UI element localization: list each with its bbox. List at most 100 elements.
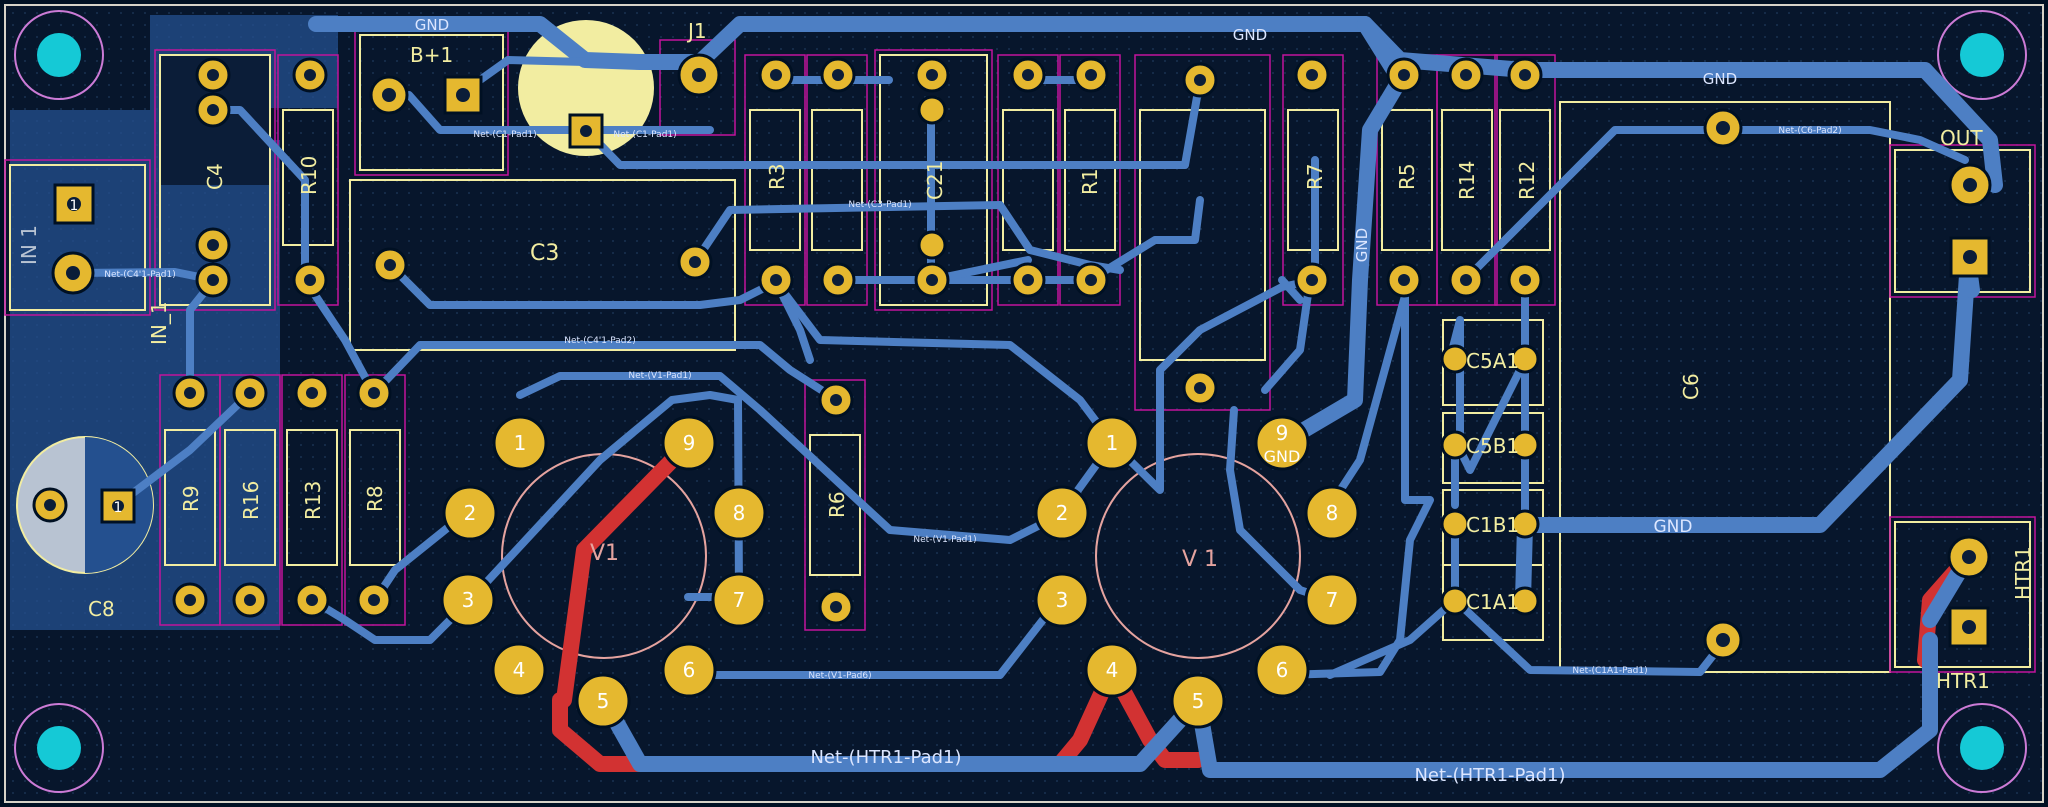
pad-icon[interactable]	[1254, 415, 1310, 471]
ref-v1-right: V 1	[1182, 547, 1218, 572]
net-label-htr1-pad1: Net-(HTR1-Pad1)	[810, 747, 961, 768]
pad-icon[interactable]	[1304, 485, 1360, 541]
pin-number: 8	[1326, 501, 1339, 525]
pad-icon[interactable]	[1948, 606, 1990, 648]
ref-c5b1: C5B1	[1466, 434, 1519, 458]
pin-number: 9	[683, 431, 696, 455]
pad-icon[interactable]	[440, 572, 496, 628]
ref-r9: R9	[179, 485, 203, 512]
net-label-c4-pad1: Net-(C4'1-Pad1)	[104, 270, 176, 280]
ref-c4: C4	[203, 163, 227, 190]
pad-icon[interactable]	[1254, 642, 1310, 698]
net-label-gnd: GND	[1654, 517, 1693, 537]
pad-icon[interactable]	[1170, 673, 1226, 729]
ref-c8: C8	[88, 597, 115, 621]
ref-j1: J1	[686, 19, 707, 43]
ref-r12: R12	[1515, 161, 1539, 200]
ref-htr1: HTR1	[1936, 669, 1990, 693]
net-label-gnd: GND	[415, 16, 449, 34]
mounting-hole-icon	[14, 703, 104, 793]
pads[interactable]	[32, 53, 1992, 729]
ref-in1-top: IN 1	[17, 225, 41, 265]
ref-c1b1: C1B1	[1466, 513, 1519, 537]
pad-drill-holes	[44, 68, 1977, 647]
tube-socket-icon	[1095, 453, 1301, 659]
ref-r1: R1	[1078, 168, 1102, 195]
pin-numbers: 1 2 3 4 5 6 7 8 9 1 2 3 4 5 6 7 8 9 GND …	[70, 198, 1339, 713]
pin-number: 9	[1276, 421, 1289, 445]
pad-icon[interactable]	[1440, 430, 1470, 460]
pad-icon[interactable]	[917, 95, 947, 125]
ref-bplus1: B+1	[410, 43, 453, 67]
mounting-hole-icon	[1937, 703, 2027, 793]
pin-number: 1	[514, 431, 527, 455]
pin-number: 6	[1276, 658, 1289, 682]
net-label-c4-pad2: Net-(C4'1-Pad2)	[564, 336, 636, 346]
net-label-c1a1-pad1: Net-(C1A1-Pad1)	[1572, 666, 1647, 676]
ref-r5: R5	[1395, 163, 1419, 190]
net-label-c6-pad2: Net-(C6-Pad2)	[1778, 126, 1841, 136]
pad-icon[interactable]	[1949, 236, 1991, 278]
pin-number: 3	[462, 588, 475, 612]
net-label-htr1-pad1: Net-(HTR1-Pad1)	[1414, 765, 1565, 786]
pad-icon[interactable]	[1084, 642, 1140, 698]
pin-number: 8	[733, 501, 746, 525]
ref-htr1-side: HTR1	[2011, 546, 2035, 600]
pad-icon[interactable]	[1304, 572, 1360, 628]
pad-icon[interactable]	[53, 183, 95, 225]
pad-icon[interactable]	[443, 75, 483, 115]
pad-icon[interactable]	[1034, 572, 1090, 628]
pad-icon[interactable]	[1440, 586, 1470, 616]
pad-icon[interactable]	[1084, 415, 1140, 471]
net-label-c1-pad1: Net-(C1-Pad1)	[473, 130, 536, 140]
pin-number: 5	[1192, 689, 1205, 713]
pin-number: 4	[1106, 658, 1119, 682]
reference-labels: J1 B+1 C4 R10 C3 R3 C21 R1 R7 R5 R14 R12…	[17, 19, 2035, 693]
net-label-v1-pad1: Net-(V1-Pad1)	[628, 371, 691, 381]
pad-icon[interactable]	[442, 485, 498, 541]
ref-c3: C3	[530, 241, 559, 266]
pin-number: 5	[597, 689, 610, 713]
pad-icon[interactable]	[661, 642, 717, 698]
ref-c1a1: C1A1	[1466, 590, 1519, 614]
ref-v1-left: V1	[590, 541, 619, 566]
pad-icon[interactable]	[661, 415, 717, 471]
pad-icon[interactable]	[1034, 485, 1090, 541]
net-label-gnd-vertical: GND	[1353, 228, 1371, 262]
net-label-c1-pad1: Net-(C1-Pad1)	[613, 130, 676, 140]
ref-r6: R6	[825, 491, 849, 518]
pad-icon[interactable]	[575, 673, 631, 729]
pad-icon[interactable]	[1510, 430, 1540, 460]
ref-in1-bottom: IN_1	[147, 301, 171, 345]
net-labels: GND GND GND GND GND Net-(HTR1-Pad1) Net-…	[104, 16, 1841, 786]
pin-number: 4	[513, 658, 526, 682]
pad-icon[interactable]	[1510, 344, 1540, 374]
pin-number: 1	[114, 500, 123, 516]
pad-icon[interactable]	[917, 230, 947, 260]
ref-r13: R13	[301, 481, 325, 520]
ref-out: OUT	[1940, 126, 1983, 150]
pad-icon[interactable]	[1510, 509, 1540, 539]
ref-r14: R14	[1455, 161, 1479, 200]
ref-c21: C21	[923, 161, 947, 200]
mounting-hole-icon	[1937, 10, 2027, 100]
ref-r10: R10	[297, 156, 321, 195]
pin-number: 1	[1106, 431, 1119, 455]
pad-icon[interactable]	[491, 642, 547, 698]
pad-icon[interactable]	[1440, 344, 1470, 374]
net-label-c3-pad1: Net-(C3-Pad1)	[848, 200, 911, 210]
pad-icon[interactable]	[1510, 586, 1540, 616]
ref-r7: R7	[1303, 163, 1327, 190]
pad-icon[interactable]	[492, 415, 548, 471]
pin-number: 7	[1326, 588, 1339, 612]
pin-number: 1	[70, 198, 79, 214]
ref-r8: R8	[363, 485, 387, 512]
pad-icon[interactable]	[1440, 509, 1470, 539]
net-label-gnd: GND	[1703, 70, 1737, 88]
pad-icon[interactable]	[711, 572, 767, 628]
net-label-v1-pad1: Net-(V1-Pad1)	[913, 535, 976, 545]
pad-icon[interactable]	[711, 485, 767, 541]
pin-gnd-label: GND	[1264, 447, 1301, 466]
net-label-v1-pad6: Net-(V1-Pad6)	[808, 671, 871, 681]
